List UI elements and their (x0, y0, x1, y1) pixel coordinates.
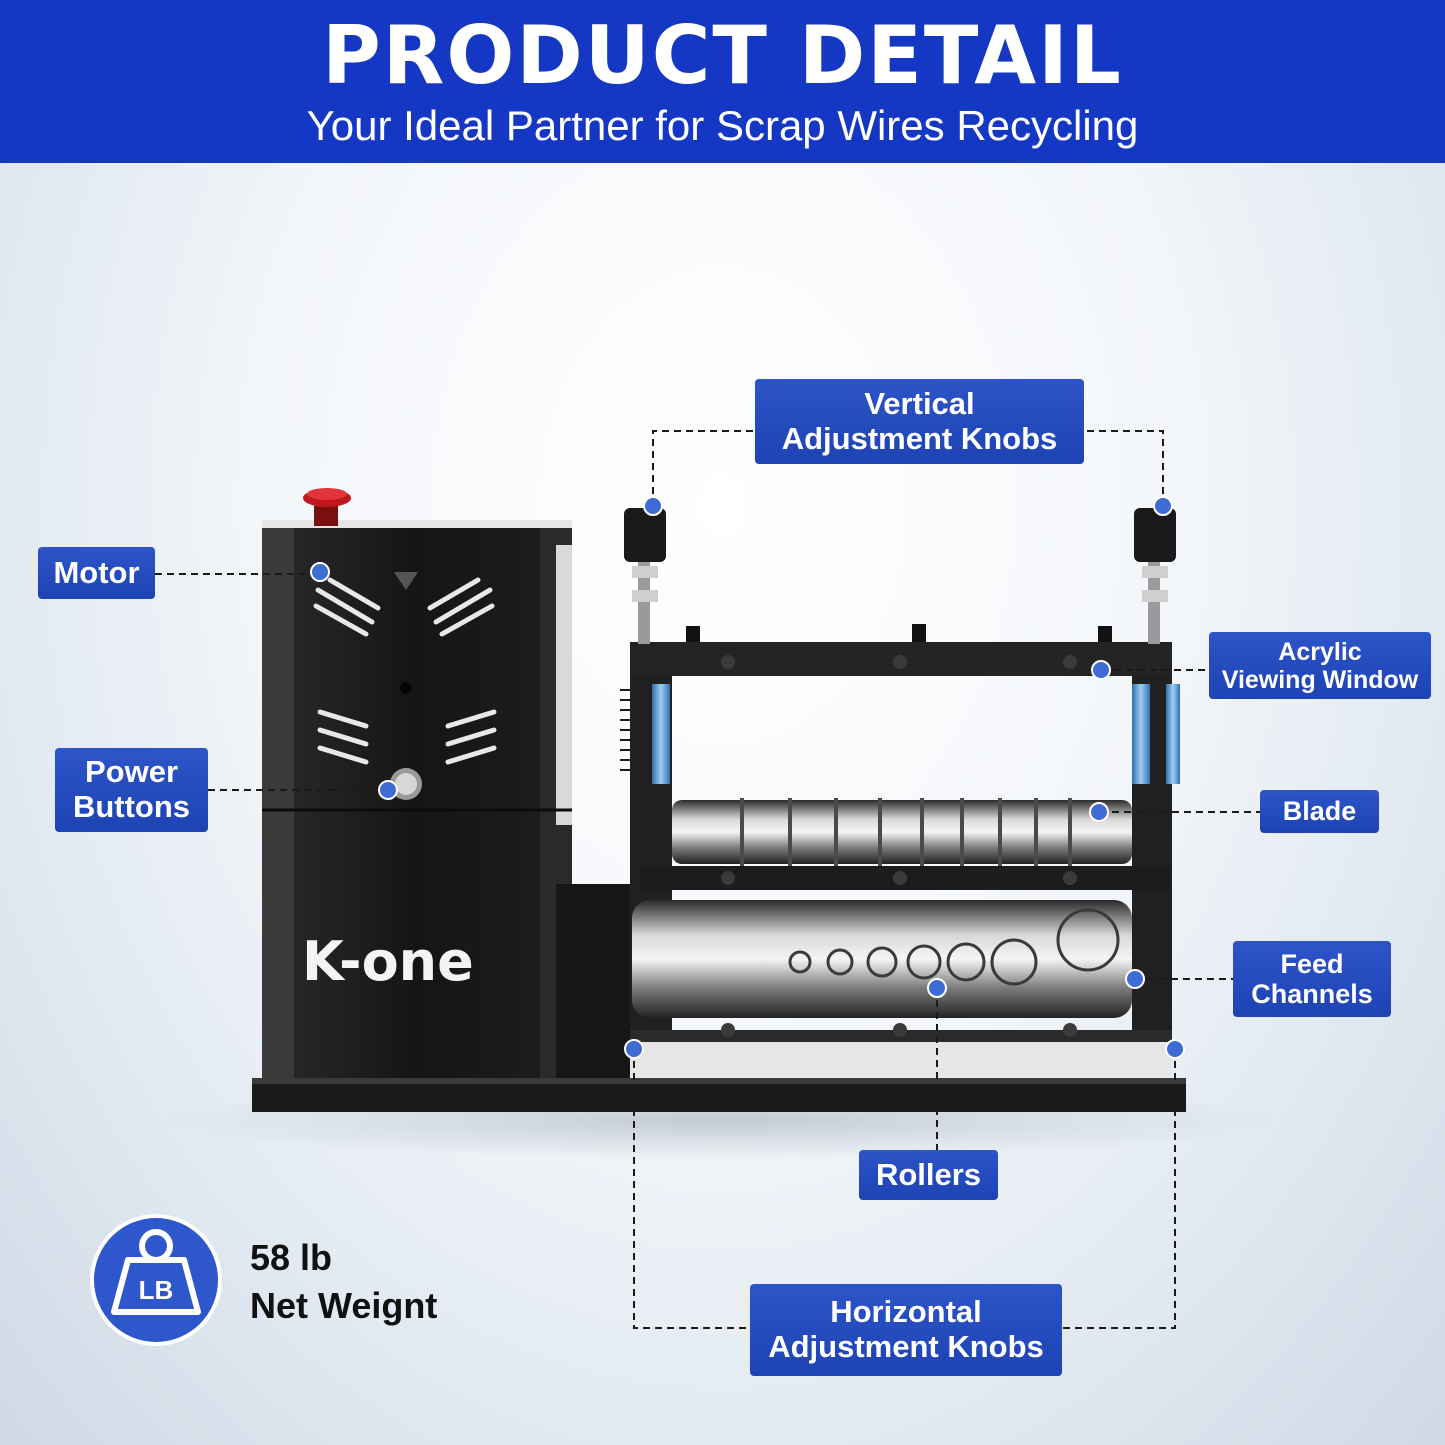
callout-markers (310, 496, 1185, 1059)
label-vertical-adjustment-knobs: Vertical Adjustment Knobs (755, 379, 1084, 464)
label-motor: Motor (38, 547, 155, 599)
vertical-knob-left (624, 508, 666, 644)
page-title: PRODUCT DETAIL (322, 9, 1123, 102)
label-rollers: Rollers (859, 1150, 998, 1200)
motor-housing (262, 520, 572, 1078)
label-acrylic-viewing-window: Acrylic Viewing Window (1209, 632, 1431, 699)
label-horizontal-adjustment-knobs: Horizontal Adjustment Knobs (750, 1284, 1062, 1376)
weight-label: Net Weignt (250, 1285, 438, 1326)
feed-roller (632, 900, 1132, 1018)
spring-left (652, 684, 670, 784)
emergency-stop-button (303, 488, 351, 526)
label-power-buttons: Power Buttons (55, 748, 208, 832)
vertical-knob-right (1134, 508, 1176, 644)
spring-right (1132, 684, 1150, 784)
gear-box (556, 884, 634, 1078)
callout-connectors (155, 430, 1260, 1329)
weight-lb-icon: LB (90, 1214, 222, 1346)
weight-badge-text: LB (139, 1275, 174, 1305)
blade-roller (672, 798, 1132, 866)
power-button (390, 768, 422, 800)
label-feed-channels: Feed Channels (1233, 941, 1391, 1017)
header-banner: PRODUCT DETAIL Your Ideal Partner for Sc… (0, 0, 1445, 163)
page-subtitle: Your Ideal Partner for Scrap Wires Recyc… (306, 102, 1139, 149)
label-blade: Blade (1260, 790, 1379, 833)
brand-logo: K-one (302, 930, 474, 993)
weight-value: 58 lb (250, 1237, 333, 1278)
